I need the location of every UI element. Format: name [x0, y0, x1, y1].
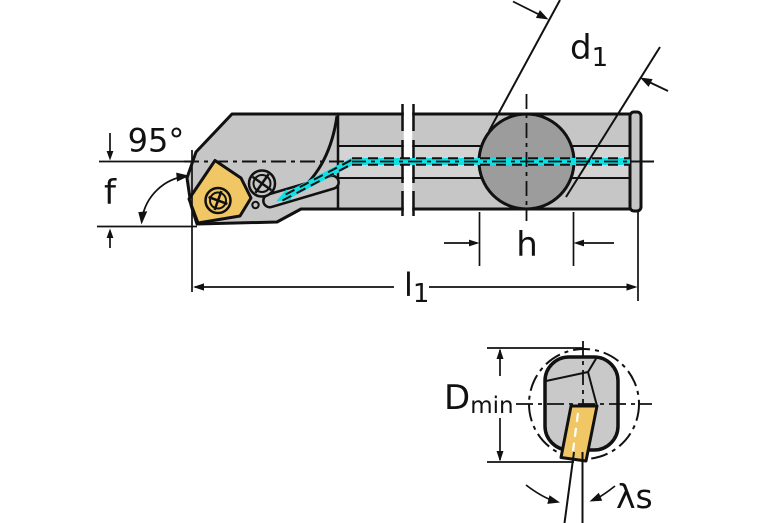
- dimension-lambda-s: [525, 451, 616, 523]
- label-l1: l1: [404, 266, 429, 309]
- dimension-l1: [193, 212, 639, 301]
- tool-side-view: [184, 104, 654, 226]
- clamp-screw-icon: [247, 169, 277, 198]
- coolant-outlet-dot: [251, 200, 260, 210]
- section-insert: [559, 404, 599, 463]
- label-d1: d1: [570, 28, 608, 73]
- label-95deg: 95°: [128, 122, 185, 160]
- label-dmin: Dmin: [444, 378, 514, 419]
- label-lambda-s: λs: [616, 477, 653, 516]
- label-h: h: [516, 225, 538, 265]
- coolant-channel: [276, 157, 630, 202]
- label-f: f: [104, 173, 117, 213]
- pocket-lines: [545, 358, 598, 407]
- cross-section-view: [487, 341, 652, 523]
- dimension-dmin: [487, 347, 583, 463]
- dimension-d1: [488, 0, 669, 198]
- angle-arc: [141, 175, 188, 220]
- dimension-f-and-angle: [97, 133, 197, 292]
- insert-screw-icon: [204, 186, 232, 215]
- insert-centerline-dash: [571, 412, 580, 452]
- dimension-h: [444, 94, 614, 266]
- labels: 95° f d1 h l1 Dmin λs: [104, 28, 653, 516]
